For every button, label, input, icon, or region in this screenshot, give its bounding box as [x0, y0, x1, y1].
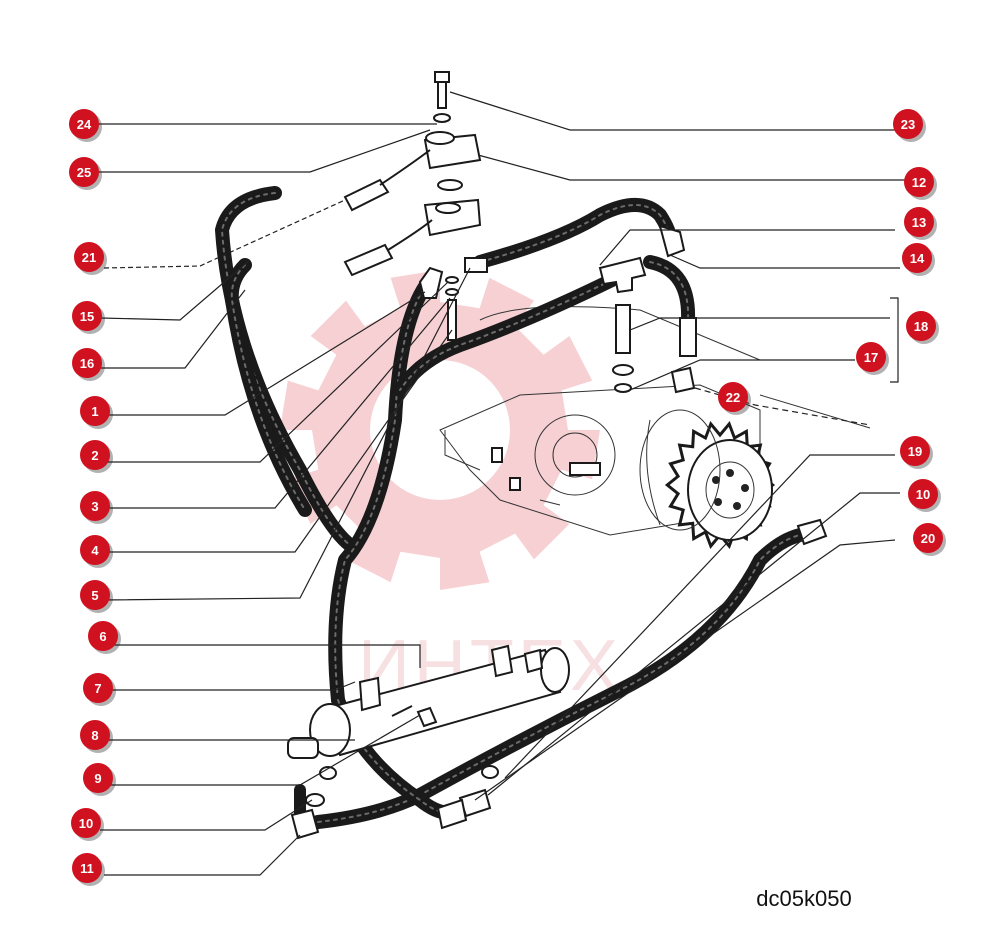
callout-label: 11 [80, 861, 94, 876]
callout-label: 10 [916, 487, 930, 502]
callout-label: 16 [80, 356, 94, 371]
bolt-head [434, 71, 450, 83]
callout-16: 16 [72, 348, 105, 381]
callout-23: 23 [893, 109, 926, 142]
group-bracket [890, 297, 899, 383]
callout-25: 25 [69, 157, 102, 190]
callout-2: 2 [80, 440, 113, 473]
callout-label: 21 [82, 250, 96, 265]
callout-20: 20 [913, 523, 946, 556]
callout-15: 15 [72, 301, 105, 334]
callout-label: 4 [91, 543, 99, 558]
callout-label: 14 [910, 251, 925, 266]
callout-10: 10 [71, 808, 104, 841]
callout-label: 3 [91, 499, 98, 514]
callout-label: 5 [91, 588, 98, 603]
fittings [287, 71, 828, 840]
callout-label: 24 [77, 117, 92, 132]
callout-label: 18 [914, 319, 928, 334]
callout-label: 15 [80, 309, 94, 324]
callout-label: 23 [901, 117, 915, 132]
callout-label: 22 [726, 390, 740, 405]
callout-label: 25 [77, 165, 91, 180]
callout-13: 13 [904, 207, 937, 240]
tee-fitting [598, 256, 647, 294]
callout-5: 5 [80, 580, 113, 613]
callout-label: 2 [91, 448, 98, 463]
hydraulic-cylinder [287, 644, 570, 780]
callout-7: 7 [83, 673, 116, 706]
callout-11: 11 [72, 853, 105, 886]
callout-label: 13 [912, 215, 926, 230]
callout-24: 24 [69, 109, 102, 142]
callout-4: 4 [80, 535, 113, 568]
callout-label: 1 [91, 404, 98, 419]
callout-6: 6 [88, 621, 121, 654]
leader-lines [98, 91, 905, 876]
callout-1: 1 [80, 396, 113, 429]
callout-3: 3 [80, 491, 113, 524]
callout-18: 18 [906, 311, 939, 344]
drive-sprocket [639, 409, 776, 550]
callout-12: 12 [904, 167, 937, 200]
callout-label: 6 [99, 629, 106, 644]
bracket [569, 462, 601, 476]
callout-9: 9 [83, 763, 116, 796]
callout-19: 19 [900, 436, 933, 469]
callout-label: 10 [79, 816, 93, 831]
callout-label: 12 [912, 175, 926, 190]
callout-label: 8 [91, 728, 98, 743]
callout-8: 8 [80, 720, 113, 753]
callout-21: 21 [74, 242, 107, 275]
callout-label: 7 [94, 681, 101, 696]
axle-housing [439, 306, 871, 536]
callout-label: 17 [864, 350, 878, 365]
callout-22: 22 [718, 382, 751, 415]
callout-label: 19 [908, 444, 922, 459]
callout-label: 20 [921, 531, 935, 546]
callout-10: 10 [908, 479, 941, 512]
callout-label: 9 [94, 771, 101, 786]
callout-14: 14 [902, 243, 935, 276]
callouts: 2425211516123456789101123121314181722191… [69, 109, 946, 886]
drawing-code: dc05k050 [756, 886, 851, 911]
washer [433, 113, 451, 123]
callout-17: 17 [856, 342, 889, 375]
